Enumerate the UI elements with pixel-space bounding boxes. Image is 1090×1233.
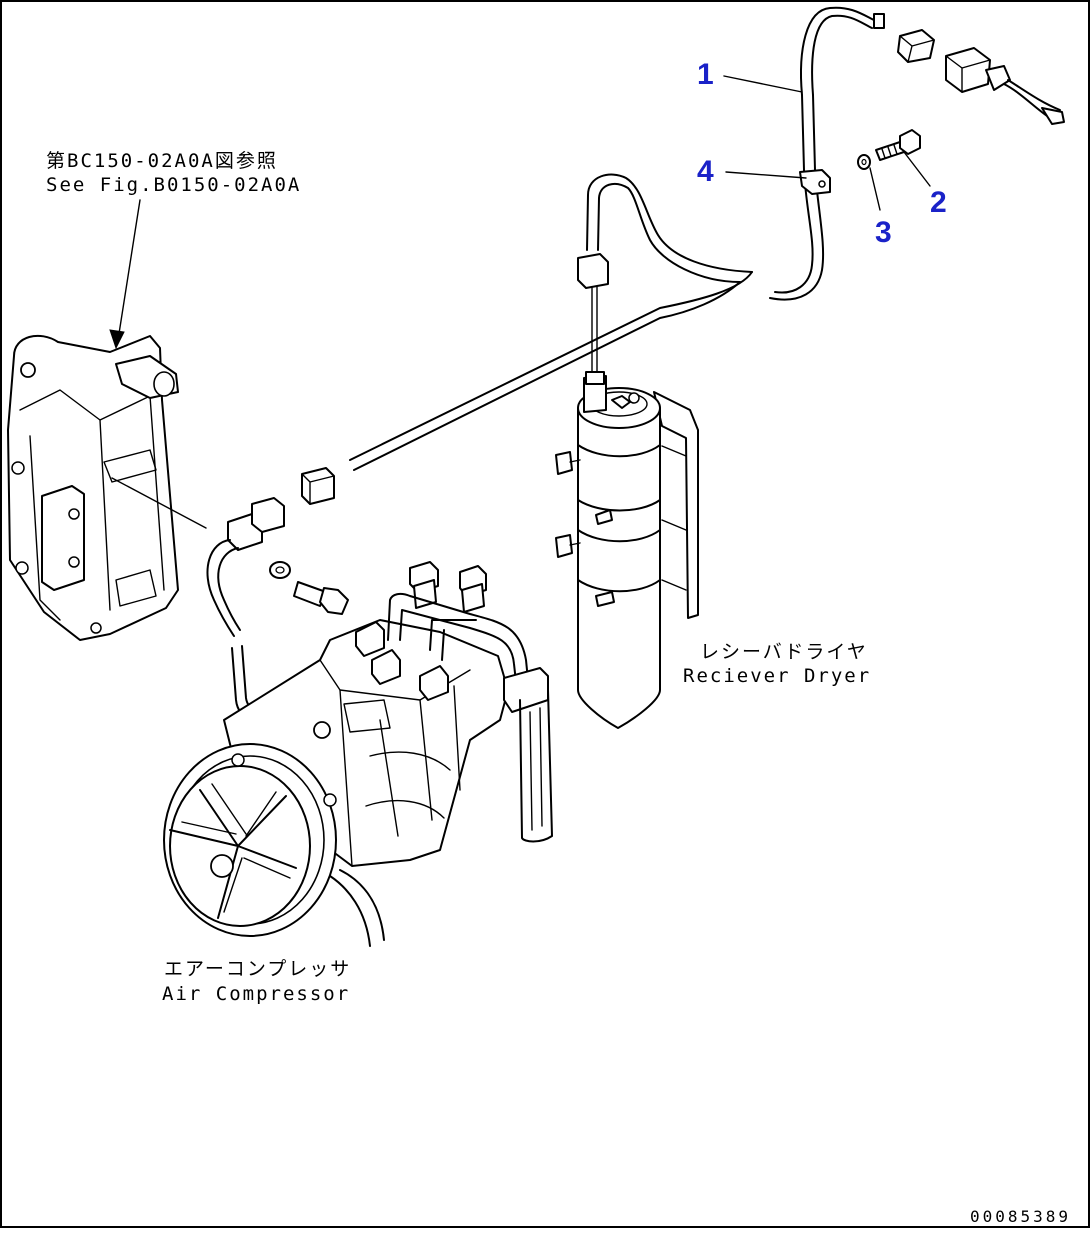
air-compressor[interactable] (163, 561, 553, 947)
air-compressor-label-en: Air Compressor (162, 983, 350, 1005)
callout-4[interactable]: 4 (697, 155, 714, 188)
ref-note-jp: 第BC150-02A0A図参照 (46, 150, 278, 172)
ref-leader-arrow (109, 199, 141, 350)
wiring-harness[interactable] (769, 6, 885, 301)
mounting-bolt[interactable] (293, 581, 349, 615)
cable-end-connector[interactable] (301, 467, 335, 505)
dryer-wire-connector[interactable] (577, 253, 609, 289)
callout-leaders (723, 75, 931, 211)
bracket-connector[interactable] (111, 477, 285, 637)
callout-3[interactable]: 3 (875, 216, 892, 249)
air-compressor-label-jp: エアーコンプレッサ (164, 958, 351, 980)
receiver-dryer-wire (349, 173, 753, 471)
mounting-bracket[interactable] (7, 334, 179, 641)
bolt-part-2[interactable] (875, 129, 921, 161)
ref-note-en: See Fig.B0150-02A0A (46, 174, 301, 196)
receiver-dryer-label-en: Reciever Dryer (683, 665, 871, 687)
small-washer[interactable] (269, 561, 291, 579)
receiver-dryer[interactable] (555, 371, 699, 729)
washer-part-3[interactable] (857, 154, 871, 170)
callout-2[interactable]: 2 (930, 186, 947, 219)
callout-1[interactable]: 1 (697, 58, 714, 91)
harness-end-cap (873, 13, 885, 29)
receiver-dryer-label-jp: レシーバドライヤ (700, 641, 868, 663)
harness-connector-socket[interactable] (897, 29, 935, 63)
clip-part-4[interactable] (799, 169, 831, 195)
harness-connector-plug[interactable] (945, 47, 1065, 125)
drawing-number: 00085389 (970, 1207, 1071, 1226)
